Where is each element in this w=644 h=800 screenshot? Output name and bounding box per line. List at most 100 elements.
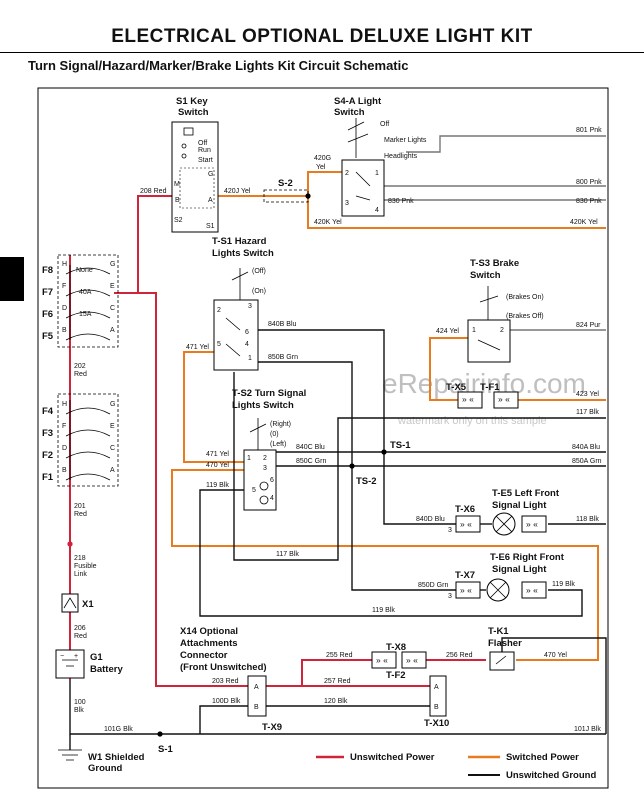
ts2-pin-2: 2 [263, 455, 267, 462]
switch-contact-icon [181, 143, 187, 149]
splice-dot [349, 463, 355, 469]
fuse-pin-g: G [110, 261, 115, 268]
connector-glyph: » « [376, 655, 388, 665]
wire-label: 420K Yel [570, 219, 598, 226]
fuse-label-f1: F1 [42, 472, 54, 483]
wire-label: 255 Red [326, 652, 353, 659]
fuse-value-none: None [76, 267, 93, 274]
watermark-text: eRepairinfo.com [382, 368, 586, 399]
fuse-label-f4: F4 [42, 406, 54, 417]
wire-label: Red [74, 633, 87, 640]
ts1-title-line1: T-S1 Hazard [212, 236, 267, 247]
tx7-pin: 3 [448, 593, 452, 600]
tf1-label: T-F1 [480, 382, 500, 393]
wire-label: 101G Blk [104, 726, 133, 733]
tf2-connector [401, 651, 427, 669]
fuse-label-f3: F3 [42, 428, 53, 439]
s1-title-line1: S1 Key [176, 96, 208, 107]
x14-title-line4: (Front Unswitched) [180, 662, 267, 673]
wire-label: 424 Yel [436, 328, 459, 335]
ts2-pin-3: 3 [263, 465, 267, 472]
ts1-pin-6: 6 [245, 329, 249, 336]
tx9-label: T-X9 [262, 722, 282, 733]
key-icon [183, 127, 194, 136]
fuse-value-40a: 40A [79, 289, 92, 296]
lamp-icon [259, 481, 269, 491]
wire-label: 117 Blk [576, 409, 599, 416]
wire-label: 202 [74, 363, 86, 370]
ts1-pin-1: 1 [248, 355, 252, 362]
fuse-pin-d: D [62, 305, 67, 312]
wire-203-red [114, 292, 248, 687]
schematic-subtitle: Turn Signal/Hazard/Marker/Brake Lights K… [28, 58, 409, 73]
tx6-label: T-X6 [455, 504, 475, 515]
tk1-title-line2: Flasher [488, 638, 522, 649]
fuse-value-15a: 15A [79, 311, 92, 318]
ts1-pin-4: 4 [245, 341, 249, 348]
wire-101-blk [69, 680, 606, 735]
fuse-pin-g-lower: G [110, 401, 115, 408]
bulb-cross-icon [489, 581, 507, 599]
ts3-pos-on: (Brakes On) [506, 294, 544, 301]
fuse-pin-h-lower: H [62, 401, 67, 408]
x1-connector-icon [63, 597, 77, 609]
ts1-pos-off: (Off) [252, 268, 266, 275]
fuse-label-f5: F5 [42, 331, 54, 342]
fuse-pin-h: H [62, 261, 67, 268]
wire-label: Red [74, 511, 87, 518]
ts2-title-line2: Lights Switch [232, 400, 294, 411]
tx9-connector [247, 675, 267, 717]
te6-title-line2: Signal Light [492, 564, 547, 575]
s1-contacts [179, 167, 215, 209]
s4a-box [341, 159, 385, 217]
tk1-box [489, 651, 515, 671]
s1-pin-g: G [208, 171, 213, 178]
tx9-pin-a: A [254, 684, 259, 691]
g1-title-line1: G1 [90, 652, 103, 663]
fuse-block-lower [57, 393, 119, 487]
wire-100d-blk [199, 705, 248, 734]
wire-label: 850A Grn [572, 458, 602, 465]
wire-label: 420J Yel [224, 188, 251, 195]
wire-label: 801 Pnk [576, 127, 602, 134]
ts3-pin-1: 1 [472, 327, 476, 334]
ts3-actuator [479, 286, 499, 320]
splice-dot [381, 449, 387, 455]
te6-title-line1: T-E6 Right Front [490, 552, 565, 563]
wire-label: 119 Blk [206, 482, 229, 489]
ts3-title-line2: Switch [470, 270, 501, 281]
fuse-pin-a-lower: A [110, 467, 115, 474]
tx9-pin-b: B [254, 704, 259, 711]
s1-pin-a: A [208, 197, 213, 204]
ground-icon [58, 749, 82, 761]
tx10-pin-b: B [434, 704, 439, 711]
ts2-turn-signal-switch: T-S2 Turn Signal Lights Switch (Right) (… [232, 388, 306, 511]
ts1-pin-5: 5 [217, 341, 221, 348]
ts2-actuator [249, 418, 267, 450]
connector-glyph: » « [526, 585, 538, 595]
fuse-pin-e-lower: E [110, 423, 115, 430]
connector-glyph: » « [462, 394, 474, 404]
wire-470-yel [171, 469, 599, 661]
ts1-pin-3: 3 [248, 303, 252, 310]
fuse-icons-upper [65, 267, 111, 341]
wire-label: 470 Yel [206, 462, 229, 469]
wire-label: 850D Grn [418, 582, 448, 589]
wire-label: 208 Red [140, 188, 167, 195]
s1-pin-m: M [174, 181, 180, 188]
wire-label: 840A Blu [572, 444, 600, 451]
s1-key-switch: S1 Key Switch Off Run Start G M B A S2 S… [171, 96, 219, 233]
s1-box [171, 121, 219, 233]
wire-424-yel [429, 337, 468, 401]
wire-label: Link [74, 571, 87, 578]
te5-left-front-light: T-E5 Left Front Signal Light » « T-X6 3 … [448, 488, 560, 536]
x14-title-line2: Attachments [180, 638, 238, 649]
x14-title-line1: X14 Optional [180, 626, 238, 637]
wire-label: Yel [316, 164, 326, 171]
lamp-icon [259, 495, 269, 505]
fuse-icons-lower [65, 407, 111, 481]
ts2-pin-6: 6 [270, 477, 274, 484]
s4a-light-switch: S4-A Light Switch Off Marker Lights Head… [334, 96, 427, 217]
battery-cells-icon [62, 659, 78, 667]
